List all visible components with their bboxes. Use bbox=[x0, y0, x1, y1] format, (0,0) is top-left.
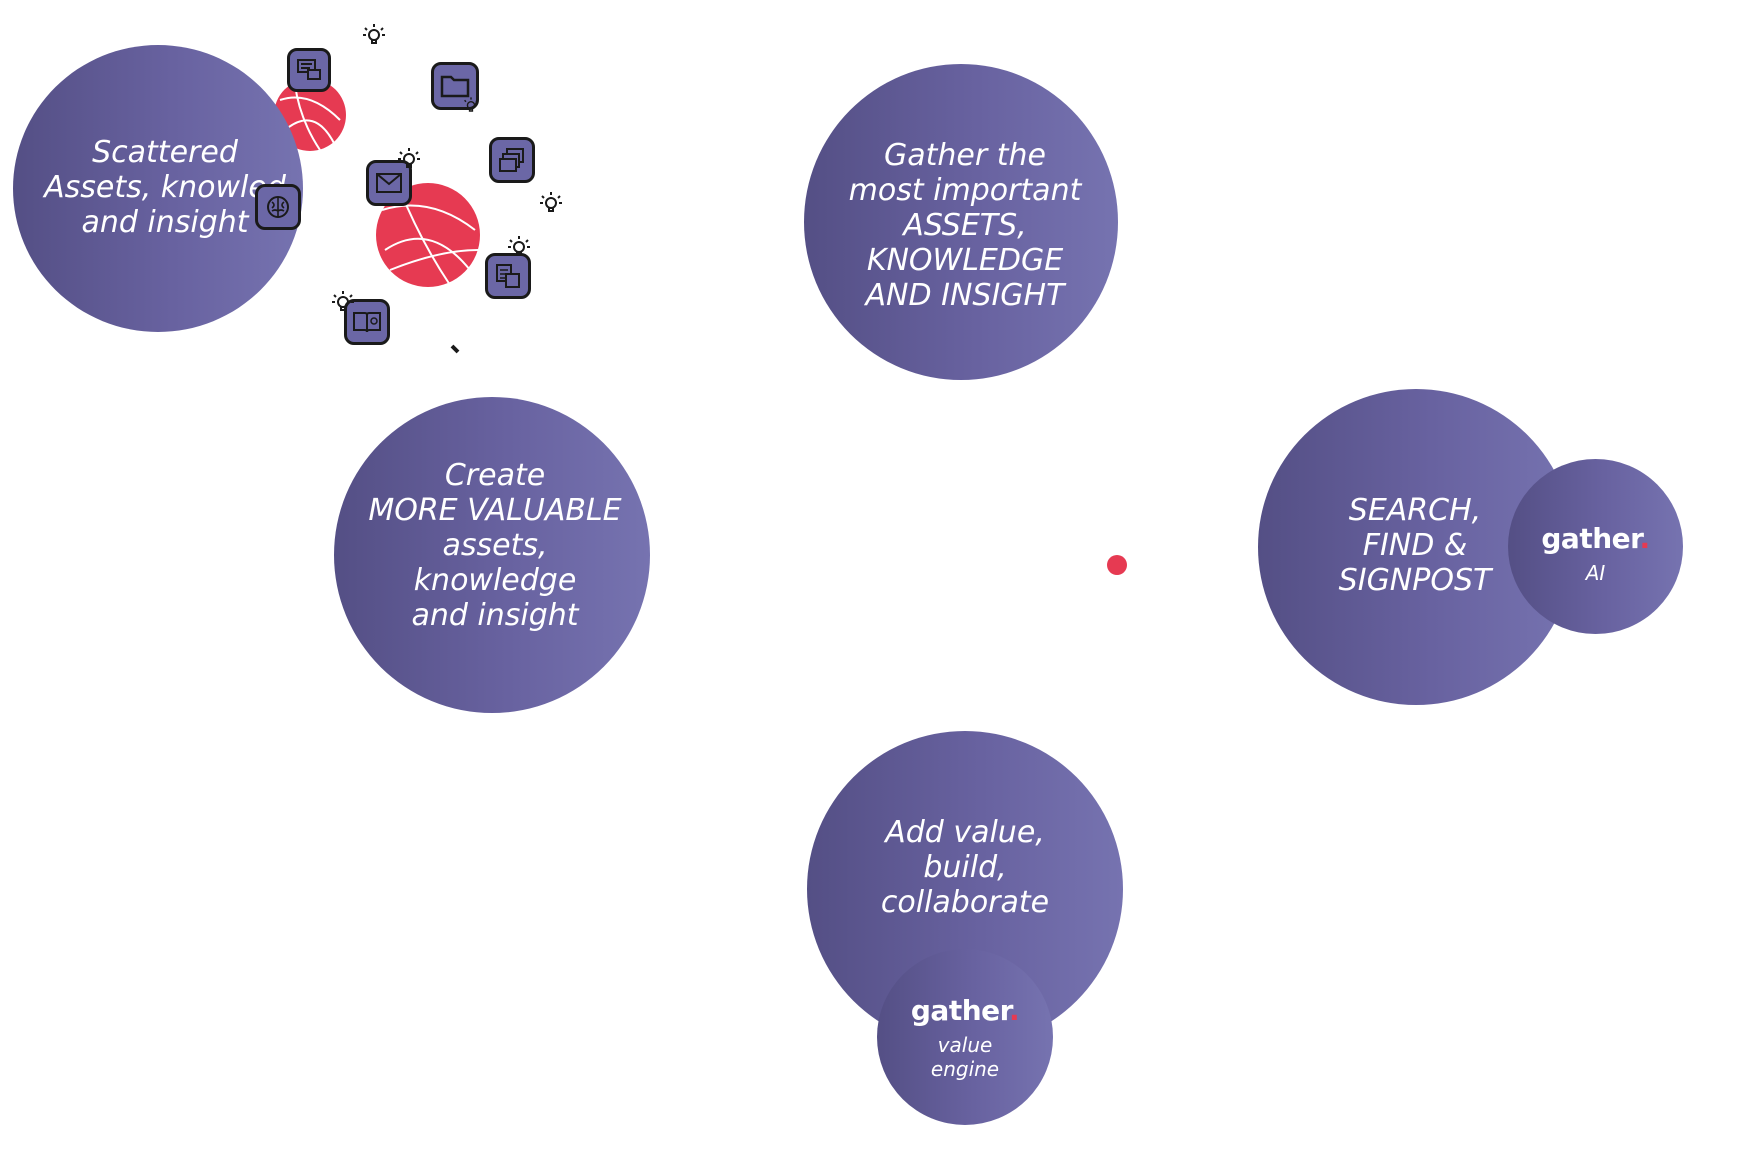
lightbulb-icon bbox=[540, 192, 562, 212]
mail-icon bbox=[366, 160, 412, 206]
brain-icon bbox=[255, 184, 301, 230]
lightbulb-icon bbox=[508, 236, 530, 256]
stage-gather-circle bbox=[804, 64, 1118, 380]
lightbulb-icon bbox=[363, 24, 385, 44]
gather-value-engine-badge bbox=[877, 949, 1053, 1125]
stage-create-label: Create MORE VALUABLE assets, knowledge a… bbox=[368, 458, 622, 633]
lightbulb-icon bbox=[464, 97, 478, 112]
stage-scattered-circle bbox=[13, 45, 303, 332]
center-dot bbox=[1107, 555, 1127, 575]
gather-ai-label: AI bbox=[1585, 561, 1606, 585]
stage-gather-label: Gather the most important ASSETS, KNOWLE… bbox=[848, 138, 1082, 313]
documents-icon bbox=[489, 137, 535, 183]
gather-value-engine-label: value engine bbox=[930, 1033, 1000, 1081]
chat-icon bbox=[287, 48, 331, 92]
lightbulb-icon bbox=[398, 148, 420, 168]
stage-create-circle bbox=[334, 397, 650, 713]
stage-search-label: SEARCH, FIND & SIGNPOST bbox=[1338, 493, 1492, 598]
book-icon bbox=[344, 299, 390, 345]
lightbulb-icon bbox=[332, 291, 354, 311]
gather-ai-badge bbox=[1508, 459, 1683, 634]
stage-scattered-label: Scattered Assets, knowled and insight bbox=[44, 135, 286, 240]
gather-value-engine-logo: gather. bbox=[910, 994, 1020, 1027]
notes-icon bbox=[485, 253, 531, 299]
stage-add-value-label: Add value, build, collaborate bbox=[880, 815, 1050, 920]
gather-ai-logo: gather. bbox=[1541, 522, 1650, 555]
